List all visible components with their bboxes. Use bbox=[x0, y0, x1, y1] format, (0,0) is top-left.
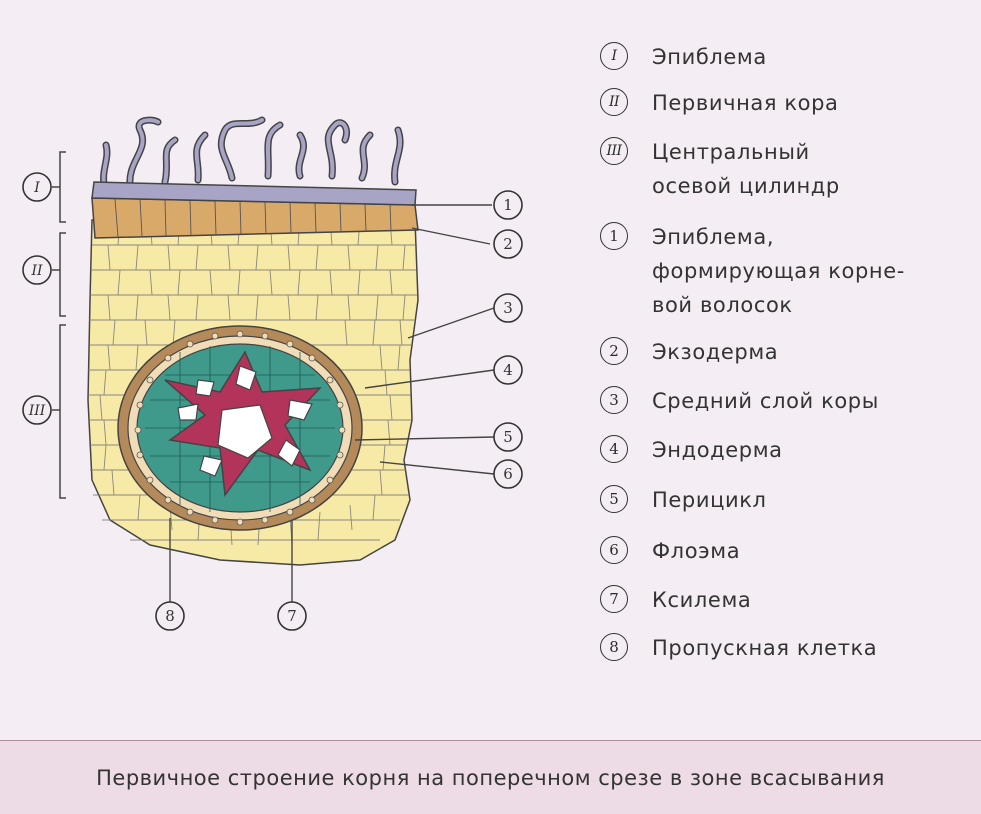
legend-marker: I bbox=[600, 42, 628, 70]
legend-marker: III bbox=[600, 137, 628, 165]
callout-7: 7 bbox=[287, 607, 297, 625]
xylem-vessels bbox=[177, 365, 313, 477]
legend-item-5: 5 Перицикл bbox=[600, 483, 767, 517]
legend-item-3: 3 Средний слой коры bbox=[600, 384, 879, 418]
legend-marker: 7 bbox=[600, 585, 628, 613]
legend-marker: 8 bbox=[600, 633, 628, 661]
legend-item-8: 8 Пропускная клетка bbox=[600, 631, 877, 665]
root-hairs bbox=[100, 116, 404, 194]
caption-bar: Первичное строение корня на поперечном с… bbox=[0, 740, 981, 814]
leader-lines bbox=[169, 204, 495, 602]
callout-2: 2 bbox=[503, 235, 513, 253]
legend-label: Ксилема bbox=[652, 588, 752, 612]
legend-marker: 4 bbox=[600, 435, 628, 463]
legend-label: Эндодерма bbox=[652, 438, 783, 462]
exodermis-cells bbox=[114, 198, 392, 238]
legend-label: Флоэма bbox=[652, 539, 741, 563]
legend-item-I: I Эпиблема bbox=[600, 40, 767, 74]
legend-marker: 6 bbox=[600, 536, 628, 564]
legend-label: Эпиблема bbox=[652, 45, 767, 69]
legend-label: Центральный осевой цилиндр bbox=[652, 140, 840, 198]
passage-cells bbox=[134, 330, 346, 526]
legend-marker: 5 bbox=[600, 485, 628, 513]
legend-item-2: 2 Экзодерма bbox=[600, 335, 778, 369]
legend-label: Перицикл bbox=[652, 488, 767, 512]
legend-item-II: II Первичная кора bbox=[600, 86, 839, 120]
root-hairs-fill bbox=[101, 118, 403, 192]
zone-marker-2: II bbox=[30, 263, 43, 279]
legend-label: Экзодерма bbox=[652, 340, 779, 364]
zone-marker-3: III bbox=[28, 403, 46, 419]
callout-8: 8 bbox=[165, 607, 175, 625]
callout-1: 1 bbox=[503, 196, 513, 214]
legend-label: Пропускная клетка bbox=[652, 636, 878, 660]
zone-marker-1: I bbox=[33, 180, 40, 196]
legend-marker: 1 bbox=[600, 222, 628, 250]
callout-4: 4 bbox=[503, 361, 513, 379]
callout-3: 3 bbox=[503, 299, 513, 317]
legend-label: Первичная кора bbox=[652, 91, 839, 115]
root-cross-section-figure: I II III 1 2 3 4 5 6 7 8 bbox=[22, 116, 523, 631]
legend-item-III: III Центральный осевой цилиндр bbox=[600, 135, 840, 203]
legend-item-4: 4 Эндодерма bbox=[600, 433, 783, 467]
callout-5: 5 bbox=[503, 428, 513, 446]
zone-brackets bbox=[52, 151, 66, 499]
zone-markers: I II III bbox=[22, 172, 52, 425]
legend-label: Средний слой коры bbox=[652, 389, 879, 413]
callout-markers: 1 2 3 4 5 6 7 8 bbox=[155, 190, 523, 631]
legend-marker: 2 bbox=[600, 337, 628, 365]
legend-item-1: 1 Эпиблема, формирующая корне- вой волос… bbox=[600, 220, 905, 322]
caption: Первичное строение корня на поперечном с… bbox=[96, 765, 885, 790]
callout-6: 6 bbox=[503, 465, 513, 483]
legend-label: Эпиблема, формирующая корне- вой волосок bbox=[652, 225, 905, 317]
legend-item-6: 6 Флоэма bbox=[600, 534, 740, 568]
legend-item-7: 7 Ксилема bbox=[600, 583, 751, 617]
legend-marker: 3 bbox=[600, 386, 628, 414]
legend-marker: II bbox=[600, 88, 628, 116]
